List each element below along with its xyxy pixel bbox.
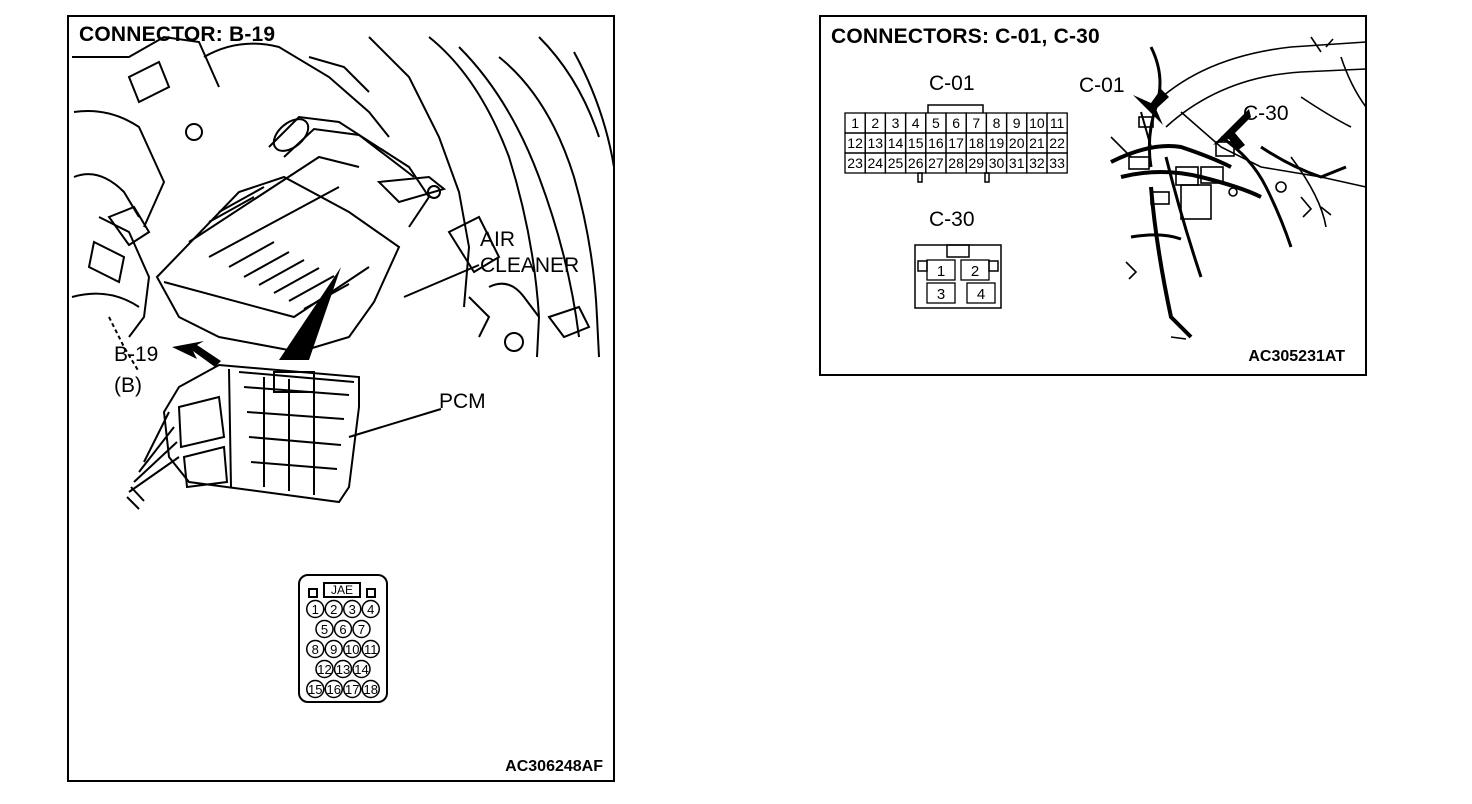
pcm-label: PCM (439, 390, 486, 413)
b19-pin-label-11: 11 (364, 642, 378, 657)
b19-callout-sublabel: (B) (114, 374, 142, 397)
c01-pin-label-24: 24 (868, 155, 884, 171)
c01-callout: C-01 (1079, 74, 1125, 97)
b19-pin-label-8: 8 (312, 642, 319, 657)
c01-pin-label-23: 23 (847, 155, 863, 171)
c01-pin-label-12: 12 (847, 135, 863, 151)
b19-pin-label-9: 9 (330, 642, 337, 657)
b19-pin-label-13: 13 (336, 662, 350, 677)
c01-pin-label-19: 19 (989, 135, 1005, 151)
b19-pin-8 (306, 639, 325, 659)
c01-pin-label-27: 27 (928, 155, 944, 171)
c01-pin-label-30: 30 (989, 155, 1005, 171)
air-cleaner-label-line2: CLEANER (480, 254, 580, 277)
b19-pin-2 (324, 599, 343, 619)
connector-tag: JAE (330, 583, 353, 597)
b19-pin-14 (352, 659, 371, 679)
b19-pin-label-14: 14 (354, 662, 368, 677)
b19-pin-label-2: 2 (330, 602, 337, 617)
b19-pin-label-10: 10 (345, 642, 359, 657)
c01-pin-label-22: 22 (1049, 135, 1065, 151)
b19-pin-17 (343, 679, 362, 699)
c01-pin-label-29: 29 (969, 155, 985, 171)
panel-title: CONNECTORS: C-01, C-30 (831, 25, 1100, 48)
b19-callout-label: B-19 (114, 343, 159, 366)
b19-pin-15 (306, 679, 325, 699)
b19-pin-label-15: 15 (308, 682, 322, 697)
dashboard-wiring-illustration (1110, 36, 1367, 340)
connector-b19-panel: CONNECTOR: B-19 (67, 15, 615, 782)
c01-pin-label-17: 17 (948, 135, 964, 151)
b19-pin-10 (343, 639, 362, 659)
b19-pin-3 (343, 599, 362, 619)
c30-pin-cell-4 (966, 282, 996, 304)
c01-pin-label-21: 21 (1029, 135, 1045, 151)
b19-pin-16 (324, 679, 343, 699)
c01-pin-label-31: 31 (1009, 155, 1025, 171)
c30-pin-cell-3 (926, 282, 956, 304)
b19-pin-label-17: 17 (345, 682, 359, 697)
c30-pin-label-1: 1 (937, 263, 945, 280)
c30-pin-cell-2 (960, 259, 990, 281)
figure-code: AC305231AT (1248, 348, 1345, 365)
b19-pin-label-18: 18 (364, 682, 378, 697)
b19-pin-4 (361, 599, 380, 619)
c01-pin-label-13: 13 (868, 135, 884, 151)
c01-pin-label-25: 25 (888, 155, 904, 171)
b19-pin-label-7: 7 (358, 622, 365, 637)
c01-pin-label-8: 8 (993, 115, 1001, 131)
b19-connector-face (298, 574, 388, 703)
c01-pin-label-4: 4 (912, 115, 920, 131)
c01-pin-cell-33 (1046, 152, 1068, 174)
c30-connector-label: C-30 (929, 208, 975, 231)
c01-pin-label-16: 16 (928, 135, 944, 151)
engine-bay-illustration (71, 35, 615, 510)
c01-pin-label-33: 33 (1049, 155, 1065, 171)
b19-pin-12 (315, 659, 334, 679)
c30-pin-label-4: 4 (977, 286, 985, 303)
c01-pin-label-9: 9 (1013, 115, 1021, 131)
b19-pin-1 (306, 599, 325, 619)
b19-pin-5 (315, 619, 334, 639)
c01-pin-label-28: 28 (948, 155, 964, 171)
c01-pin-label-3: 3 (892, 115, 900, 131)
b19-pin-label-1: 1 (312, 602, 319, 617)
b19-pin-label-16: 16 (327, 682, 341, 697)
c01-pin-label-11: 11 (1050, 115, 1065, 131)
c01-pin-label-6: 6 (952, 115, 960, 131)
c01-pin-label-15: 15 (908, 135, 924, 151)
c01-pin-label-20: 20 (1009, 135, 1025, 151)
c01-pin-label-26: 26 (908, 155, 924, 171)
c30-pin-label-2: 2 (971, 263, 979, 280)
b19-pin-11 (361, 639, 380, 659)
c01-pin-label-10: 10 (1029, 115, 1045, 131)
c30-callout: C-30 (1243, 102, 1289, 125)
c01-pin-label-5: 5 (932, 115, 940, 131)
b19-pin-18 (361, 679, 380, 699)
air-cleaner-label-line1: AIR (480, 228, 516, 251)
c30-pin-label-3: 3 (937, 286, 945, 303)
c01-pin-label-2: 2 (871, 115, 879, 131)
b19-pin-label-4: 4 (367, 602, 374, 617)
b19-pin-label-3: 3 (349, 602, 356, 617)
figure-code: AC306248AF (505, 758, 603, 775)
b19-pin-6 (333, 619, 353, 639)
b19-pin-13 (333, 659, 353, 679)
c01-pin-label-7: 7 (972, 115, 980, 131)
c30-pin-cell-1 (926, 259, 956, 281)
c01-pin-label-18: 18 (969, 135, 985, 151)
c01-connector-label: C-01 (929, 72, 975, 95)
panel-title: CONNECTOR: B-19 (79, 23, 276, 46)
b19-pin-label-6: 6 (339, 622, 346, 637)
b19-pin-9 (324, 639, 343, 659)
c01-pin-label-32: 32 (1029, 155, 1045, 171)
b19-pin-label-5: 5 (321, 622, 328, 637)
c01-pin-label-14: 14 (888, 135, 904, 151)
b19-pin-7 (352, 619, 371, 639)
c01-pin-label-1: 1 (851, 115, 859, 131)
b19-pin-label-12: 12 (317, 662, 331, 677)
